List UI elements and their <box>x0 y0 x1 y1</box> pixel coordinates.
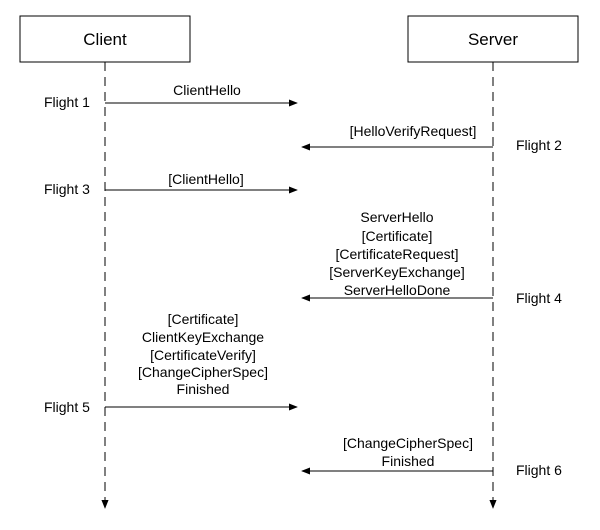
message-label-line-1: ServerHello <box>360 209 433 225</box>
message-label: [ClientHello] <box>168 171 243 187</box>
server-title: Server <box>468 30 518 49</box>
flight-label-4: Flight 4 <box>516 290 562 306</box>
message-flight-6: [ChangeCipherSpec] Finished Flight 6 <box>301 435 562 478</box>
message-label-line-5: Finished <box>177 381 230 397</box>
flight-label-6: Flight 6 <box>516 462 562 478</box>
message-label-line-5: ServerHelloDone <box>344 282 451 298</box>
message-flight-3: [ClientHello] Flight 3 <box>44 171 298 197</box>
message-flight-5: [Certificate] ClientKeyExchange [Certifi… <box>44 311 298 415</box>
message-label-line-2: Finished <box>382 453 435 469</box>
message-label-line-2: ClientKeyExchange <box>142 329 264 345</box>
flight-label-2: Flight 2 <box>516 137 562 153</box>
message-flight-2: [HelloVerifyRequest] Flight 2 <box>301 123 562 153</box>
client-box <box>19 15 191 63</box>
message-label-line-4: [ChangeCipherSpec] <box>138 364 268 380</box>
message-label-line-2: [Certificate] <box>362 228 433 244</box>
message-flight-1: ClientHello Flight 1 <box>44 82 298 110</box>
flight-label-1: Flight 1 <box>44 94 90 110</box>
message-label: [HelloVerifyRequest] <box>350 123 477 139</box>
server-actor: Server <box>407 15 579 63</box>
server-box <box>407 15 579 63</box>
message-flight-4: ServerHello [Certificate] [CertificateRe… <box>301 209 562 306</box>
message-label-line-1: [Certificate] <box>168 311 239 327</box>
client-actor: Client <box>19 15 191 63</box>
message-label-line-3: [CertificateVerify] <box>150 347 256 363</box>
message-label-line-4: [ServerKeyExchange] <box>329 264 464 280</box>
message-label: ClientHello <box>173 82 241 98</box>
message-label-line-1: [ChangeCipherSpec] <box>343 435 473 451</box>
flight-label-5: Flight 5 <box>44 399 90 415</box>
message-label-line-3: [CertificateRequest] <box>336 246 459 262</box>
flight-label-3: Flight 3 <box>44 181 90 197</box>
client-title: Client <box>83 30 127 49</box>
